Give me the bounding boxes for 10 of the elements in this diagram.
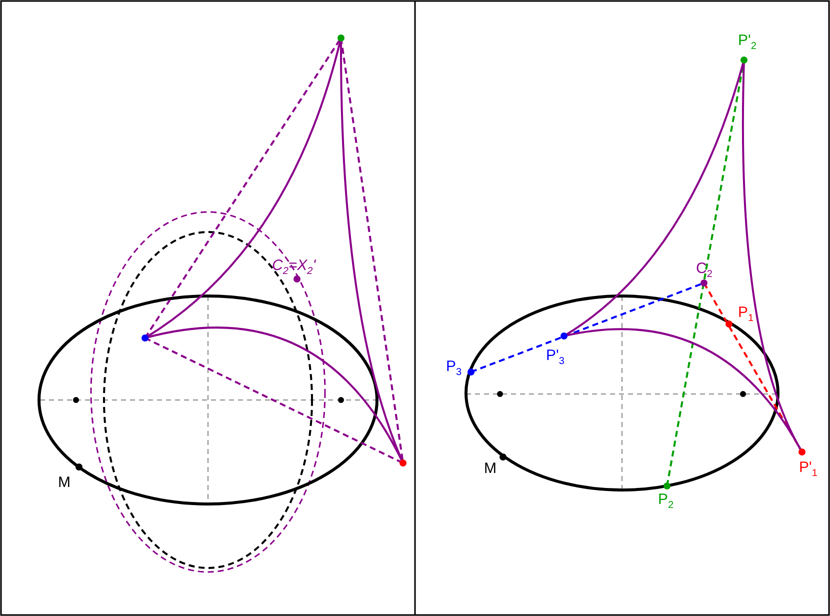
point-label: P$_{1}$ <box>738 304 754 326</box>
point-label: P'$_{3}$ <box>546 347 564 369</box>
point-label: P$_{2}$ <box>658 491 674 513</box>
point-label: C$_{2}$=X$_{2}$' <box>272 257 316 279</box>
point-label: M <box>484 460 496 477</box>
point-label: M <box>58 474 70 491</box>
point-label: C$_{2}$ <box>696 260 712 282</box>
point-label: P$_{3}$ <box>446 358 462 380</box>
point-label: P'$_{1}$ <box>799 459 818 481</box>
point-label: P'$_{2}$ <box>738 32 756 54</box>
